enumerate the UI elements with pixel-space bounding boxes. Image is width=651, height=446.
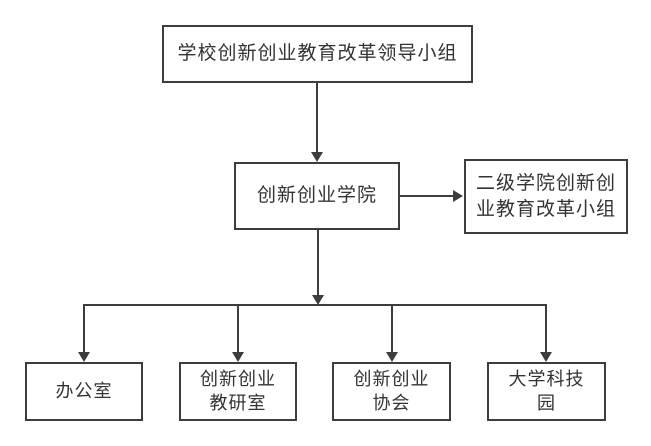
arrowhead-down-icon	[232, 352, 244, 362]
arrowhead-down-icon	[540, 352, 552, 362]
connector-branch-to-office	[83, 306, 85, 353]
node-university-science-park: 大学科技 园	[487, 362, 606, 421]
node-school-leading-group: 学校创新创业教育改革领导小组	[162, 25, 473, 83]
connector-branch-to-association	[391, 306, 393, 353]
connector-branch-line	[83, 304, 547, 306]
arrowhead-down-icon	[311, 152, 323, 162]
node-innovation-association: 创新创业 协会	[332, 362, 451, 421]
node-secondary-college-reform-group: 二级学院创新创 业教育改革小组	[464, 159, 628, 234]
connector-branch-to-science-park	[545, 306, 547, 353]
node-office: 办公室	[25, 362, 143, 421]
arrowhead-down-icon	[312, 295, 324, 305]
connector-branch-to-teaching-research	[237, 306, 239, 353]
arrowhead-down-icon	[78, 352, 90, 362]
node-teaching-research-office: 创新创业 教研室	[179, 362, 297, 421]
arrowhead-right-icon	[453, 190, 463, 202]
connector-college-to-branch	[317, 230, 319, 296]
connector-college-to-secondary	[400, 195, 454, 197]
node-innovation-college: 创新创业学院	[234, 162, 400, 230]
connector-leading-to-college	[316, 83, 318, 153]
arrowhead-down-icon	[386, 352, 398, 362]
